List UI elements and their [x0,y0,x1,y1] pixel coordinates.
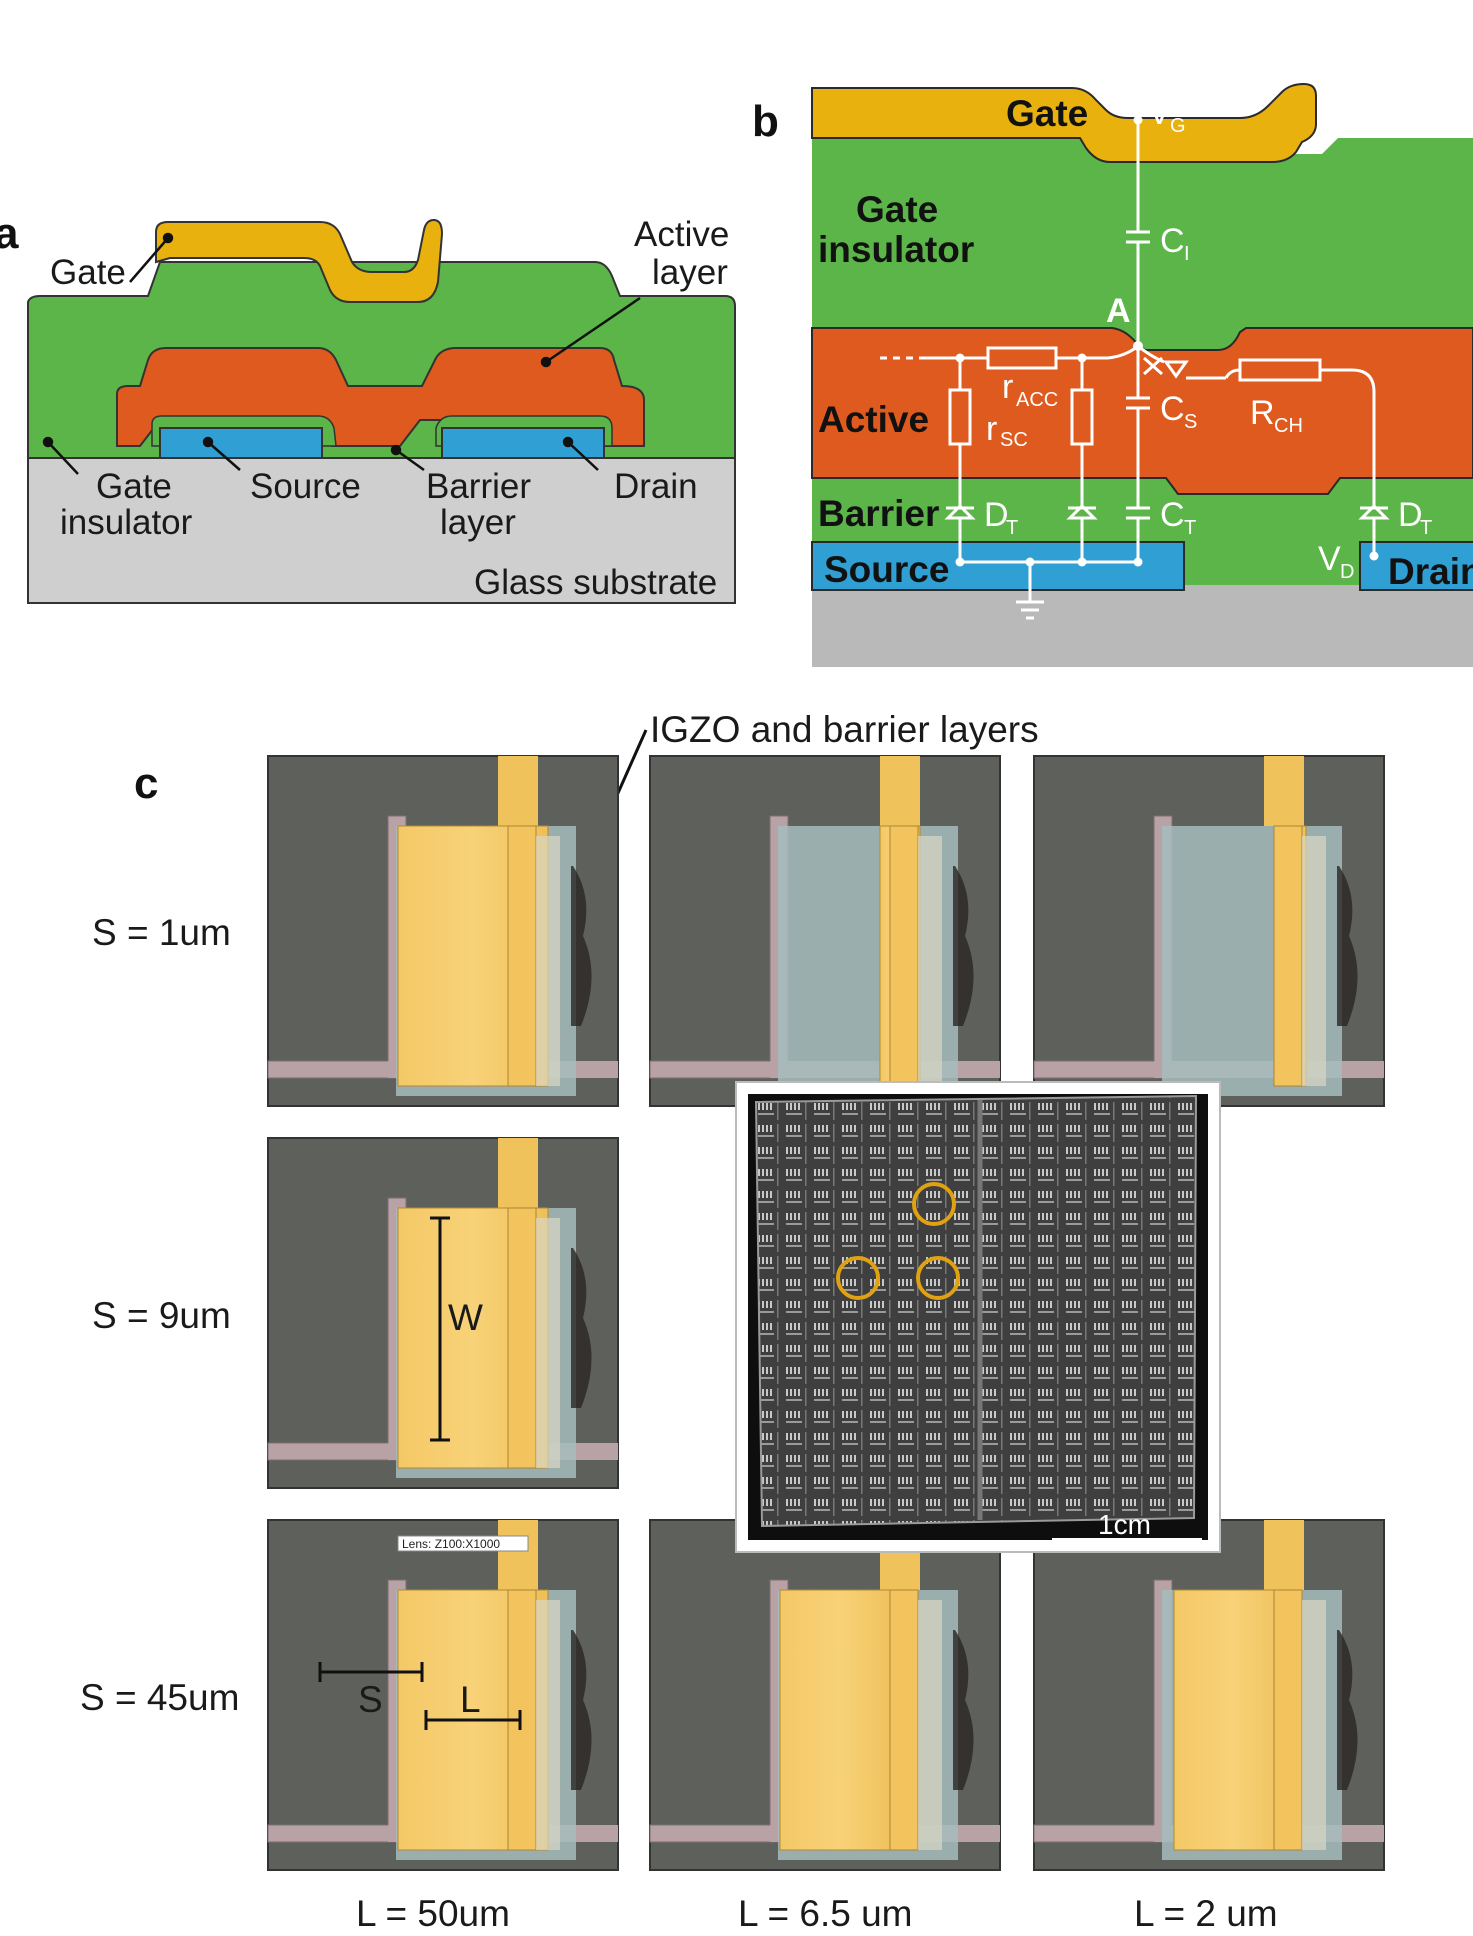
micrograph-tile [649,1519,1001,1871]
b-label-barrier: Barrier [818,493,939,534]
row-label-s45: S = 45um [80,1677,239,1718]
b-label-rsc: r [986,410,997,448]
panel-c-letter: c [134,759,158,808]
b-label-rch: R [1250,394,1275,432]
panel-b: b [752,82,1473,667]
b-label-vd: V [1318,540,1341,578]
b-label-cs: C [1160,390,1185,428]
igzo-annotation: IGZO and barrier layers [650,709,1039,750]
lens-tag-box [397,1535,529,1552]
b-label-racc-sub: ACC [1016,389,1058,411]
micrograph-tile [267,1519,619,1871]
gate-electrode [155,218,444,303]
micrograph-tile [1033,755,1385,1107]
panel-b-letter: b [752,97,779,146]
b-label-vg-sub: G [1170,115,1186,137]
b-label-source: Source [824,549,949,590]
label-active-2: layer [652,253,728,292]
micrograph-grid [267,755,1385,1871]
b-source [811,541,1185,591]
b-label-rch-sub: CH [1274,415,1303,437]
b-label-node-a: A [1106,292,1131,330]
panel-a-letter: a [0,209,19,258]
active-layer [116,347,645,447]
b-label-gate: Gate [1006,93,1088,134]
b-substrate [812,585,1473,667]
label-gate-ins-2: insulator [60,503,193,542]
l-dimension: L [460,1679,481,1720]
label-gate: Gate [50,253,126,292]
panel-a: a Gate Active layer Gate insulator Sourc… [0,209,736,604]
dimension-marks [318,1216,522,1730]
b-active-layer [811,327,1473,495]
b-label-rsc-sub: SC [1000,429,1028,451]
col-label-l2: L = 2 um [1134,1893,1278,1934]
b-label-racc: r [1002,368,1013,406]
b-label-gi-2: insulator [818,229,974,270]
label-barrier-1: Barrier [426,467,531,506]
b-label-vg: V [1148,94,1171,132]
label-drain: Drain [614,467,698,506]
b-label-cs-sub: S [1184,411,1197,433]
b-label-dt-right: D [1398,496,1423,534]
micrograph-tile [267,1137,619,1489]
b-label-dt-right-sub: T [1420,517,1432,539]
b-label-ct: C [1160,496,1185,534]
micrograph-tile [1033,1519,1385,1871]
col-label-l50: L = 50um [356,1893,510,1934]
b-label-gi-1: Gate [856,189,938,230]
micrograph-tile [267,755,619,1107]
glass-substrate [27,457,736,604]
label-glass: Glass substrate [474,563,717,602]
b-label-ci-sub: I [1184,243,1190,265]
panel-c: c IGZO and barrier layers S = 1um S = 9u… [80,709,1385,1934]
source-electrode [159,427,323,459]
highlight-circle-2 [836,1256,880,1300]
b-label-ct-sub: T [1184,517,1196,539]
b-drain [1359,541,1473,591]
w-dimension: W [448,1297,483,1338]
b-label-drain: Drain [1388,551,1473,592]
col-label-l65: L = 6.5 um [738,1893,913,1934]
highlight-circle-1 [912,1182,956,1226]
lens-tag: Lens: Z100:X1000 [402,1537,500,1551]
label-gate-ins-1: Gate [96,467,172,506]
b-label-dt-left: D [984,496,1009,534]
s-dimension: S [358,1679,383,1720]
b-label-vd-sub: D [1340,561,1354,583]
wafer-inset: 1cm [735,1081,1221,1553]
label-barrier-2: layer [440,503,516,542]
b-label-dt-left-sub: T [1006,517,1018,539]
b-gate [811,82,1317,163]
label-active-1: Active [634,215,729,254]
highlight-circle-3 [916,1256,960,1300]
label-source: Source [250,467,361,506]
scale-bar-label: 1cm [1098,1509,1151,1540]
micrograph-tile [649,755,1001,1107]
row-label-s1: S = 1um [92,912,231,953]
equivalent-circuit [880,120,1390,620]
b-label-active: Active [818,399,929,440]
b-label-ci: C [1160,222,1185,260]
row-label-s9: S = 9um [92,1295,231,1336]
drain-electrode [441,427,605,459]
